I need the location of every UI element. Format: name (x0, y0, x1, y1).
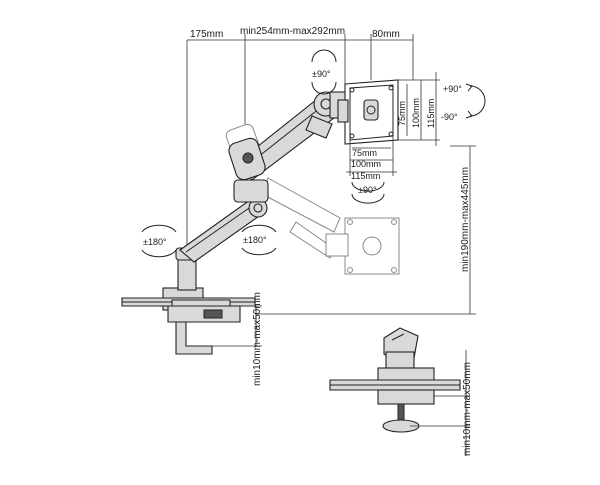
arm-upper-rotation-arrow (241, 224, 277, 256)
offset-label: 175mm (190, 29, 223, 40)
arm-lower-rotation-arrow (141, 224, 177, 258)
arm-reach-label: min254mm-max292mm (240, 26, 345, 37)
vesa-horizontal-dims (346, 136, 397, 176)
vesa-v-100-label: 100mm (411, 98, 421, 128)
tilt-up-down-arrow (465, 83, 486, 119)
clamp-dimension-grommet (410, 350, 470, 456)
vesa-v-75-label: 75mm (397, 101, 407, 126)
height-range-label: min190mm-max445mm (460, 167, 471, 272)
tilt-label: ±90° (312, 69, 331, 79)
arm-upper-rotation-label: ±180° (243, 235, 267, 245)
arm-lower-rotation-label: ±180° (143, 237, 167, 247)
clamp-dimension-main (212, 305, 262, 347)
vesa-h-115-label: 115mm (351, 171, 380, 181)
height-dimension (255, 145, 476, 315)
tilt-down-label: -90° (441, 112, 458, 122)
swivel-arrow (351, 181, 385, 204)
swivel-label: ±90° (358, 185, 377, 195)
vesa-h-100-label: 100mm (351, 159, 381, 169)
vesa-vertical-dims (398, 72, 440, 146)
clamp-screw (175, 321, 213, 355)
main-arm (121, 91, 349, 355)
vesa-h-75-label: 75mm (352, 148, 377, 158)
tilt-arrow (311, 49, 337, 95)
vesa-plate (337, 79, 399, 145)
vesa-v-115-label: 115mm (426, 99, 436, 128)
clamp-range-grommet-label: min10mm-max50mm (462, 362, 473, 456)
grommet-mount (329, 327, 461, 433)
tilt-up-label: +90° (443, 84, 462, 94)
vesa-top-label: 80mm (372, 29, 400, 40)
clamp-range-main-label: min10mm-max50mm (252, 292, 263, 386)
